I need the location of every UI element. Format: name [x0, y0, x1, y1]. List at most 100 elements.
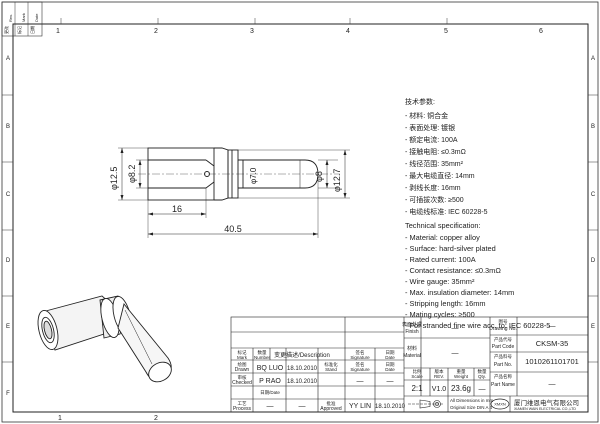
stand-name: —	[357, 378, 364, 385]
col-num-4-top: 4	[346, 28, 350, 35]
scale-cn: 比例	[413, 368, 422, 375]
company-name-en: XIAMEN WAIN ELECTRICAL CO.,LTD	[514, 407, 576, 411]
material-cn: 材料	[407, 345, 417, 352]
spec-en-item: - Stripping length: 16mm	[405, 299, 486, 308]
spec-en-item: - Surface: hard-silver plated	[405, 244, 496, 253]
corner-label-rev: 更改	[3, 26, 9, 34]
units-line2: Original Size DIN A 4	[450, 405, 493, 410]
process-en: Process	[233, 406, 252, 412]
row-letter-d-right: D	[591, 258, 596, 264]
rev-date-cn: 日期	[386, 350, 395, 356]
spec-cn-item: - 线径范围: 35mm²	[405, 159, 464, 168]
corner-label-mark: 标记	[16, 26, 22, 34]
corner-label-date-en: Date	[34, 13, 39, 22]
col-num-6-top: 6	[539, 28, 543, 35]
process-name: —	[267, 403, 274, 410]
part-name-value: —	[549, 381, 556, 388]
material-value: —	[452, 350, 459, 357]
part-code-cn: 产品代号	[494, 336, 512, 343]
spec-cn-title: 技术参数:	[405, 97, 435, 106]
part-no-en: Part No.	[494, 362, 512, 368]
rev-mark-cn: 标记	[238, 349, 247, 356]
material-en: Material	[403, 353, 421, 359]
date-header-en: Date	[385, 367, 395, 372]
rev-en: REV.	[434, 374, 444, 379]
spec-cn-item: - 表面处理: 镀银	[405, 123, 455, 132]
rev-number-en: Number	[254, 355, 271, 360]
row-letter-d-left: D	[6, 258, 11, 264]
drawing-no-en: Drawing No.	[489, 326, 517, 332]
units-line1: All Dimensions in mm	[450, 398, 494, 403]
row-markers: A B C D E F A B C D E	[2, 56, 598, 397]
spec-en-item: - Wire gauge: 35mm²	[405, 277, 475, 286]
rev-description: 变更描述/Description	[274, 351, 330, 359]
stand-cn: 标准化	[324, 361, 338, 368]
spec-cn-item: - 材料: 铜合金	[405, 111, 448, 120]
weight-cn: 重量	[457, 368, 466, 375]
dim-tip-diameter: φ8	[314, 171, 324, 182]
approved-cn: 批准	[327, 400, 336, 407]
sign-date-header: 日期/Date	[260, 390, 280, 396]
rev-sign-cn: 签名	[356, 349, 365, 356]
spec-en-item: - Mating cycles: ≥500	[405, 310, 475, 319]
dim-strip-length: 16	[172, 204, 182, 214]
spec-cn-item: - 最大电缆直径: 14mm	[405, 171, 475, 180]
process-date: —	[299, 403, 306, 410]
row-letter-a-right: A	[591, 56, 595, 62]
row-letter-c-right: C	[591, 192, 596, 198]
company-logo-icon: XMXN	[490, 398, 510, 410]
stand-date: —	[387, 378, 394, 385]
qty-cn: 数量	[478, 368, 487, 375]
drawn-name: BQ LUO	[257, 365, 284, 372]
col-num-5-top: 5	[444, 28, 448, 35]
qty-en: Qty.	[478, 374, 486, 379]
process-cn: 工艺	[238, 401, 247, 406]
dim-pin-diameter: φ7.0	[249, 167, 258, 184]
inspection-hole	[204, 171, 210, 177]
part-code-en: Part Code	[492, 344, 515, 350]
logo-text: XMXN	[494, 402, 506, 407]
dimension-arrows	[120, 148, 347, 236]
dimension-labels: φ12.5 φ8.2 φ7.0 φ8 φ12.7 16 40.5	[109, 165, 342, 234]
checked-date: 18.10.2010	[287, 379, 318, 385]
part-name-en: Part Name	[491, 382, 515, 388]
pin-drawing	[118, 147, 350, 238]
spec-cn-item: - 可插拔次数: ≥500	[405, 195, 464, 204]
row-letter-b-right: B	[591, 124, 595, 130]
rev-sign-en: Signature	[350, 355, 370, 360]
spec-en-title: Technical specification:	[405, 221, 481, 230]
spec-en-item: - Material: copper alloy	[405, 233, 480, 242]
col-num-3-top: 3	[250, 28, 254, 35]
sign-header-en: Signature	[350, 367, 370, 372]
spec-cn-item: - 接触电阻: ≤0.3mΩ	[405, 147, 466, 156]
corner-label-rev-en: Rev.	[8, 14, 13, 22]
col-num-2-top: 2	[154, 28, 158, 35]
drawn-date: 18.10.2010	[287, 366, 318, 372]
projection-symbol-icon	[408, 399, 444, 409]
spec-cn-item: - 电缆线标准: IEC 60228-5	[405, 207, 488, 216]
column-markers: 1 2 3 4 5 6 1 2	[56, 18, 543, 422]
scale-en: Scale	[411, 374, 423, 379]
row-letter-a-left: A	[6, 56, 10, 62]
part-no-cn: 产品料号	[494, 353, 512, 360]
spec-en-item: - Rated current: 100A	[405, 255, 476, 264]
part-name-cn: 产品名称	[494, 373, 512, 380]
spec-cn-item: - 额定电流: 100A	[405, 135, 458, 144]
dim-collar-diameter: φ12.7	[332, 169, 342, 192]
approved-date: 18.10.2010	[375, 404, 406, 410]
finish-en: Finish	[405, 329, 419, 335]
spec-en-item: - For stranded fine wire acc. to: IEC 60…	[405, 321, 550, 330]
row-letter-b-left: B	[6, 124, 10, 130]
col-num-1-top: 1	[56, 28, 60, 35]
drawing-no-cn: 图号	[499, 319, 508, 325]
dim-outer-diameter: φ12.5	[109, 167, 119, 190]
sign-header-cn: 签名	[356, 361, 365, 368]
finish-value: —	[452, 325, 459, 332]
corner-rev-box: 更改 标记 日期 Rev. Mark Date	[1, 1, 43, 37]
spec-en-item: - Max. insulation diameter: 14mm	[405, 288, 514, 297]
dim-bore-diameter: φ8.2	[127, 165, 137, 183]
spec-en: Technical specification: - Material: cop…	[405, 221, 550, 330]
part-no-value: 1010261101701	[525, 357, 579, 366]
part-code-value: CKSM-35	[536, 339, 569, 348]
rev-value: V1.0	[432, 386, 447, 393]
